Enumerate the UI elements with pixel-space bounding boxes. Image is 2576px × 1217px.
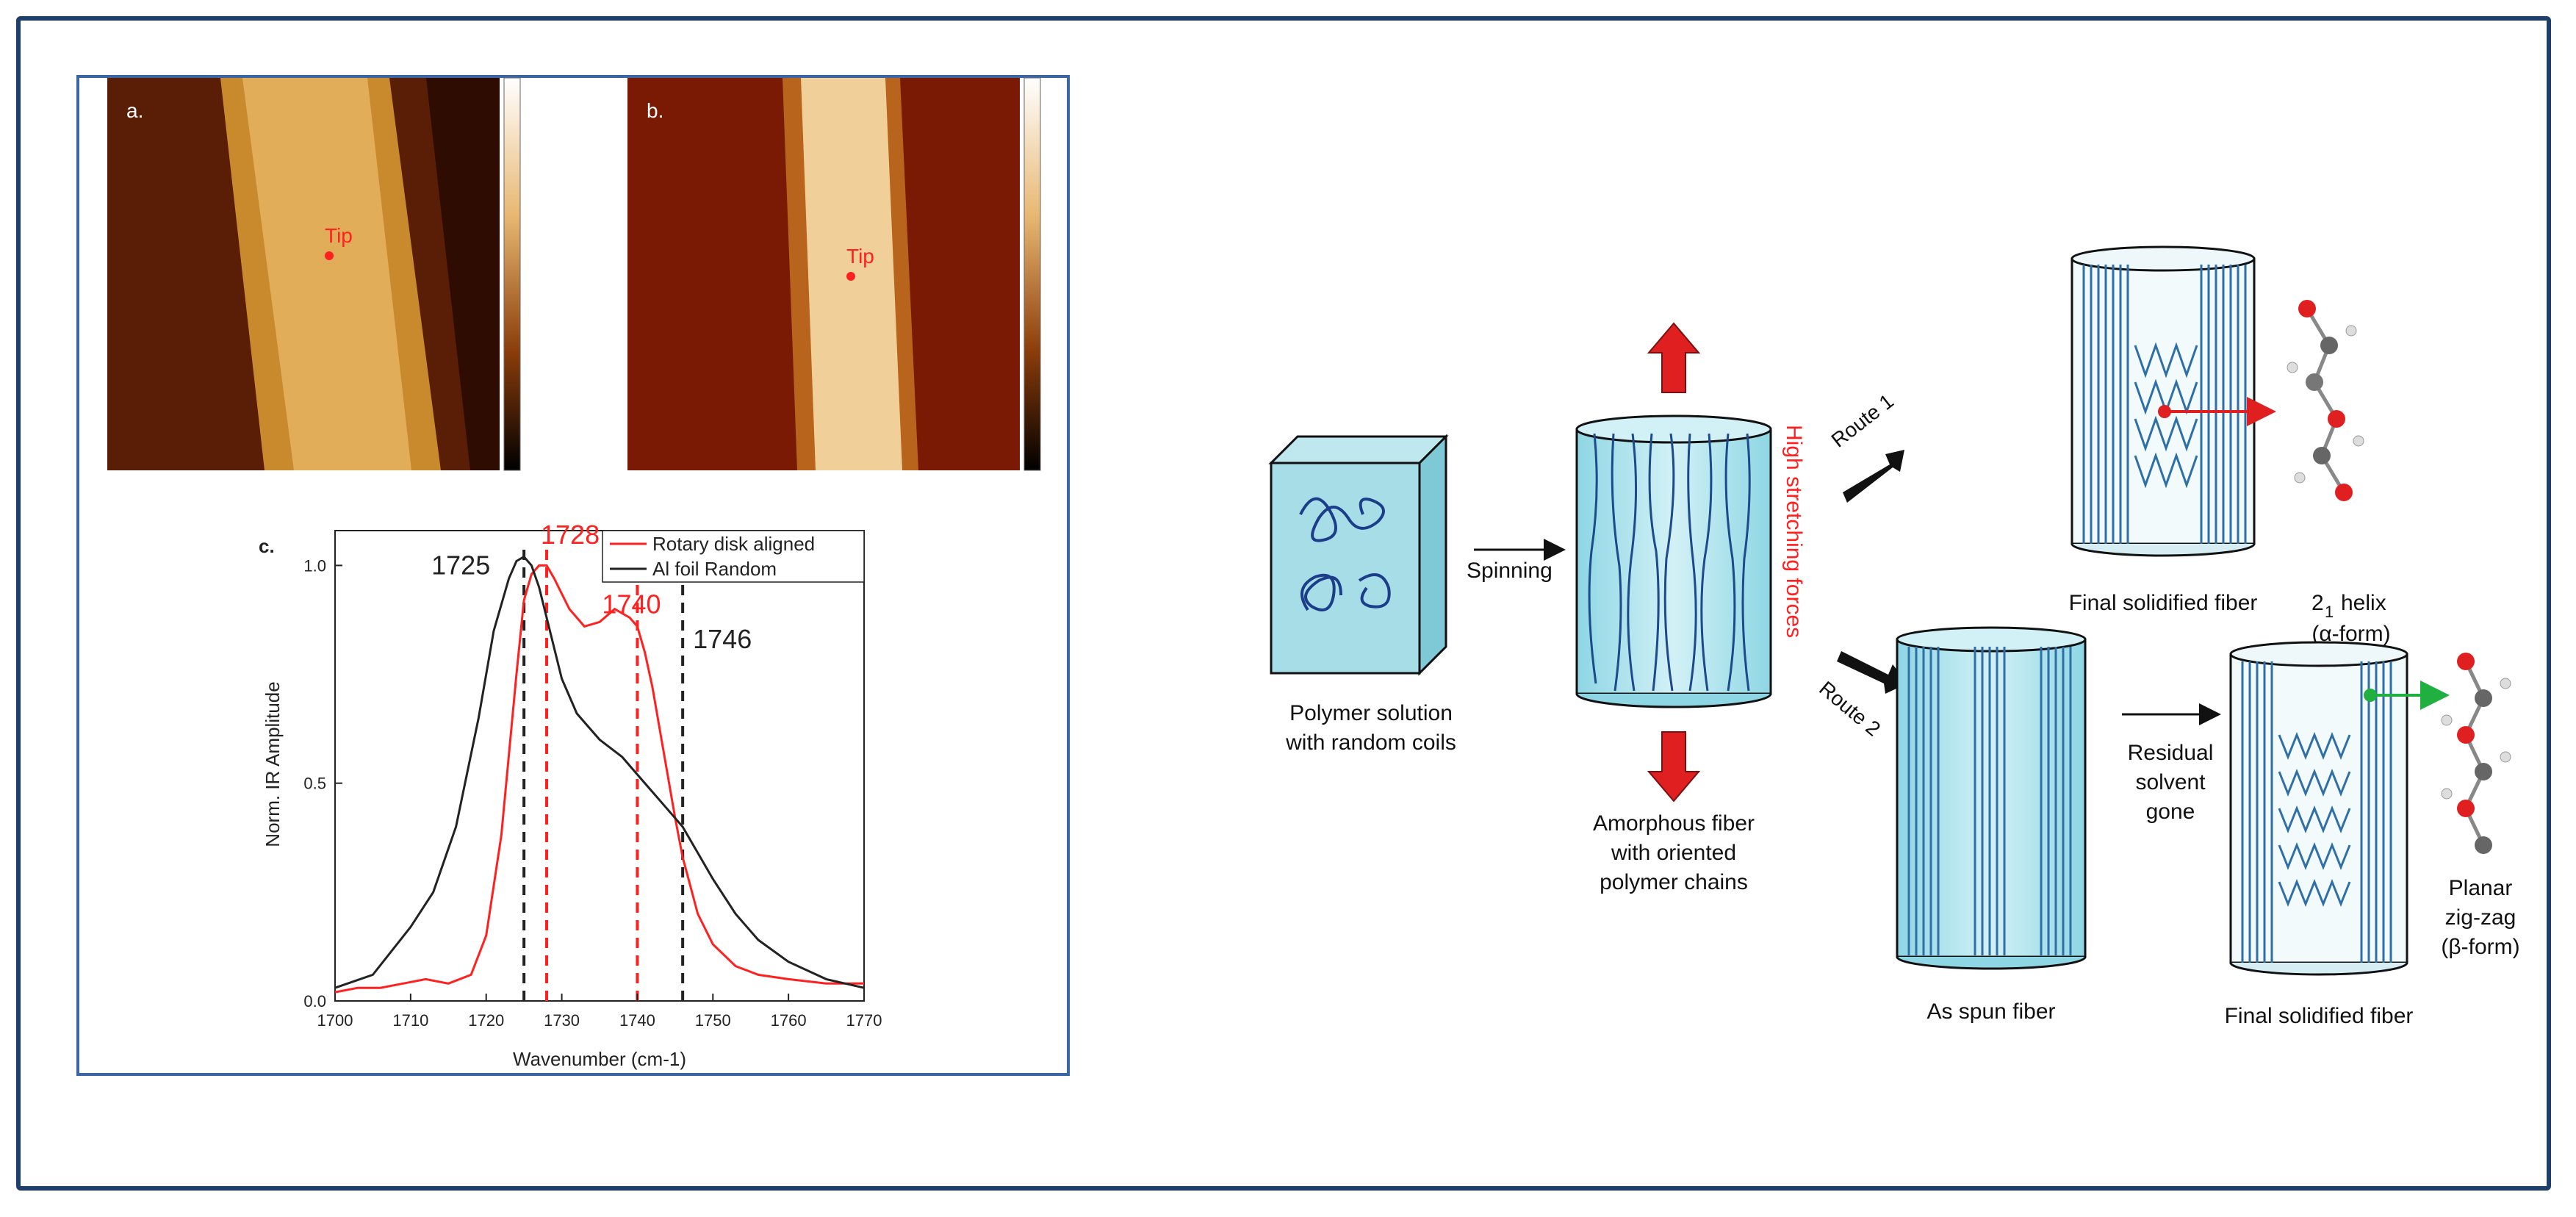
amorphous-label-1: Amorphous fiber [1593, 811, 1755, 836]
zigzag-label-3: (β-form) [2441, 935, 2519, 959]
legend-rotary: Rotary disk aligned [652, 533, 815, 555]
residual-label-3: gone [2146, 800, 2195, 824]
annotation-label-1728: 1728 [541, 520, 600, 550]
x-tick-label: 1770 [846, 1011, 882, 1030]
afm-panel-b: b. Tip [627, 77, 1041, 471]
high-stretching-label: High stretching forces [1782, 425, 1806, 638]
series-line-1 [334, 555, 865, 989]
amorphous-label-3: polymer chains [1600, 870, 1748, 894]
annotation-label-1740: 1740 [602, 589, 661, 620]
final-fiber-bottom-label: Final solidified fiber [2225, 1004, 2414, 1028]
tip-marker-a [325, 251, 334, 260]
y-tick-label: 1.0 [303, 556, 326, 575]
x-tick-label: 1740 [619, 1011, 655, 1030]
x-tick-label: 1750 [695, 1011, 731, 1030]
ir-spectrum-chart: c. 1725 1728 1740 1746 1700 1710 1720 1730 1740… [259, 520, 882, 1070]
tip-marker-b [846, 272, 855, 281]
colorbar-b [1023, 77, 1041, 471]
final-fiber-top-cylinder [2070, 245, 2256, 557]
route1-arrow [1843, 450, 1904, 503]
zigzag-label-2: zig-zag [2445, 905, 2516, 930]
residual-label-1: Residual [2128, 741, 2214, 765]
colorbar-a [503, 77, 521, 471]
helix-number: 2 [2311, 591, 2324, 615]
y-tick-label: 0.0 [303, 992, 326, 1010]
route1-label: Route 1 [1827, 389, 1898, 452]
helix-molecule [2287, 300, 2364, 501]
plot-area [334, 530, 865, 1002]
fiber-scheme: Polymer solution with random coils Spinn… [1268, 245, 2520, 1028]
route2-label: Route 2 [1815, 677, 1885, 741]
zigzag-molecule [2441, 653, 2511, 854]
tip-label-a: Tip [325, 224, 353, 247]
x-tick-label: 1760 [771, 1011, 807, 1030]
panel-b-label: b. [647, 99, 663, 122]
final-fiber-bottom-cylinder [2229, 641, 2408, 976]
y-tick-label: 0.5 [303, 775, 326, 793]
final-fiber-top-label: Final solidified fiber [2069, 591, 2258, 615]
spinning-label: Spinning [1467, 559, 1553, 583]
polymer-solution-label-2: with random coils [1285, 730, 1456, 755]
as-spun-label: As spun fiber [1926, 999, 2055, 1024]
amorphous-label-2: with oriented [1611, 841, 1736, 865]
legend-alfoil: Al foil Random [652, 558, 777, 580]
figure-frame [16, 16, 2551, 1191]
polymer-solution-box [1268, 434, 1449, 676]
x-tick-label: 1710 [392, 1011, 428, 1030]
panel-c-label: c. [259, 535, 275, 557]
x-axis-label: Wavenumber (cm-1) [513, 1048, 686, 1070]
afm-panel-a: a. Tip [107, 77, 521, 471]
annotation-label-1746: 1746 [693, 624, 752, 654]
helix-label: helix [2341, 591, 2386, 615]
x-tick-label: 1700 [317, 1011, 353, 1030]
as-spun-fiber-cylinder [1896, 626, 2087, 970]
zigzag-label-1: Planar [2449, 876, 2513, 900]
panel-a-label: a. [126, 99, 143, 122]
y-axis-label: Norm. IR Amplitude [262, 681, 284, 847]
stretch-arrow-down [1647, 731, 1701, 803]
legend: Rotary disk aligned Al foil Random [602, 530, 865, 583]
series-line-0 [334, 564, 864, 994]
annotation-label-1725: 1725 [431, 550, 490, 580]
tip-label-b: Tip [846, 245, 874, 268]
amorphous-fiber-cylinder [1575, 414, 1772, 708]
residual-label-2: solvent [2135, 770, 2206, 794]
x-tick-label: 1730 [544, 1011, 580, 1030]
x-tick-label: 1720 [468, 1011, 504, 1030]
stretch-arrow-up [1647, 322, 1701, 393]
helix-subscript: 1 [2325, 603, 2334, 621]
route2-arrow [1837, 651, 1907, 694]
polymer-solution-label-1: Polymer solution [1289, 701, 1453, 725]
